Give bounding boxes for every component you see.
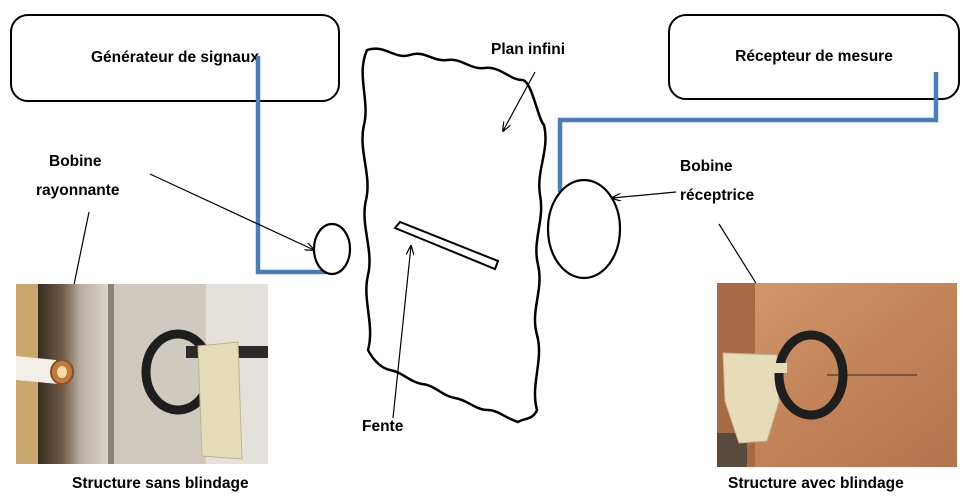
signal-generator-label: Générateur de signaux bbox=[91, 49, 259, 67]
receiver-cable bbox=[557, 72, 939, 192]
bobine-receptrice-label-line2: réceptrice bbox=[680, 187, 755, 204]
bobine-receptrice-label-line1: Bobine bbox=[680, 158, 733, 175]
bobine-rayonnante-label-line1: Bobine bbox=[49, 153, 102, 170]
generator-cable bbox=[255, 56, 326, 275]
bobine-rayonnante-label-line2: rayonnante bbox=[36, 182, 120, 199]
photo-shielded-drawing bbox=[717, 283, 957, 467]
fente-label: Fente bbox=[362, 418, 404, 435]
plan-infini-label: Plan infini bbox=[491, 41, 566, 58]
measurement-receiver-box: Récepteur de mesure bbox=[668, 14, 960, 100]
signal-generator-box: Générateur de signaux bbox=[10, 14, 340, 102]
measurement-receiver-label: Récepteur de mesure bbox=[735, 48, 893, 66]
receiving-coil bbox=[546, 178, 622, 280]
slot bbox=[393, 220, 500, 271]
receiving-coil-arrow bbox=[612, 191, 677, 198]
infinite-plane bbox=[361, 47, 547, 424]
photo-unshielded bbox=[16, 284, 268, 464]
caption-unshielded: Structure sans blindage bbox=[72, 475, 249, 492]
photo-unshielded-drawing bbox=[16, 284, 268, 464]
caption-shielded: Structure avec blindage bbox=[728, 475, 904, 492]
plan-arrow bbox=[503, 71, 536, 131]
photo-shielded bbox=[717, 283, 957, 467]
radiating-coil-arrow bbox=[149, 173, 314, 250]
slot-arrow bbox=[392, 246, 411, 419]
radiating-coil bbox=[312, 222, 352, 276]
